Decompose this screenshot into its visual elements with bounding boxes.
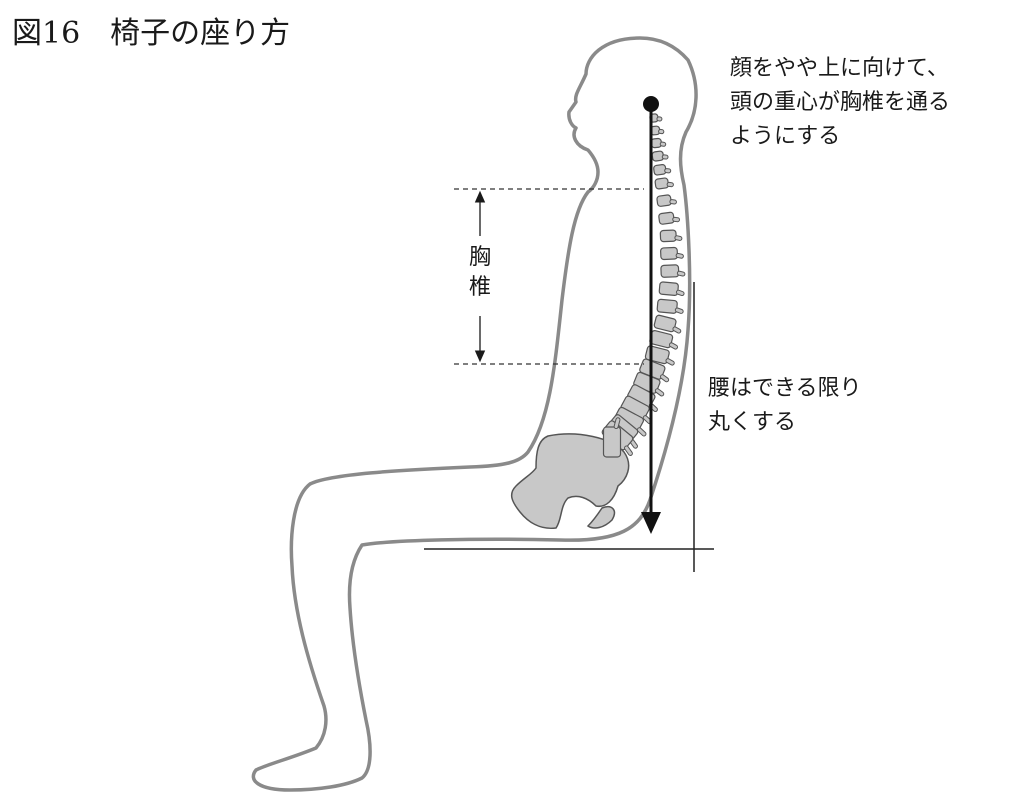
spinous-process	[623, 445, 633, 456]
vertebra	[654, 177, 670, 190]
spinous-process	[672, 326, 682, 334]
spinous-process	[669, 199, 677, 205]
spinous-process	[659, 374, 670, 383]
vertebra	[659, 229, 677, 243]
pelvis	[510, 433, 630, 530]
vertebra	[660, 264, 680, 278]
head-note: 顔をやや上に向けて、 頭の重心が胸椎を通る ようにする	[730, 52, 950, 154]
waist-note-line-2: 丸くする	[708, 410, 797, 435]
waist-note-line-1: 腰はできる限り	[708, 376, 862, 401]
spine	[601, 113, 686, 458]
thoracic-label-char-2: 椎	[468, 275, 491, 300]
spinous-process	[675, 252, 684, 259]
thoracic-label-char-1: 胸	[468, 245, 491, 270]
spinous-process	[668, 342, 679, 350]
spinous-process	[674, 235, 683, 241]
spinous-process	[659, 141, 667, 147]
spinous-process	[675, 289, 685, 297]
vertebra	[658, 281, 679, 296]
spinous-process	[674, 307, 684, 314]
spinous-process	[636, 427, 647, 437]
spinous-process	[665, 358, 675, 366]
gravity-arrowhead	[641, 512, 661, 534]
body-outline	[251, 36, 698, 792]
spinous-process	[656, 116, 663, 122]
vertebra	[658, 211, 675, 225]
spinous-process	[658, 128, 665, 135]
vertebra	[660, 246, 679, 261]
head-note-line-2: 頭の重心が胸椎を通る	[730, 90, 951, 115]
spinous-process	[666, 181, 674, 188]
vertebra	[656, 298, 678, 314]
figure-title: 図16 椅子の座り方	[12, 16, 291, 51]
waist-note: 腰はできる限り 丸くする	[708, 372, 862, 440]
head-note-line-3: ようにする	[730, 124, 841, 149]
vertebra	[656, 194, 672, 207]
thoracic-label: 胸 椎	[465, 243, 495, 303]
spinous-process	[613, 417, 621, 430]
vertebra	[653, 314, 677, 333]
spinous-process	[654, 388, 665, 397]
head-note-line-1: 顔をやや上に向けて、	[730, 56, 949, 81]
vertebra	[602, 426, 622, 458]
spinous-process	[661, 154, 669, 160]
spinous-process	[664, 168, 672, 174]
spinous-process	[672, 216, 681, 223]
